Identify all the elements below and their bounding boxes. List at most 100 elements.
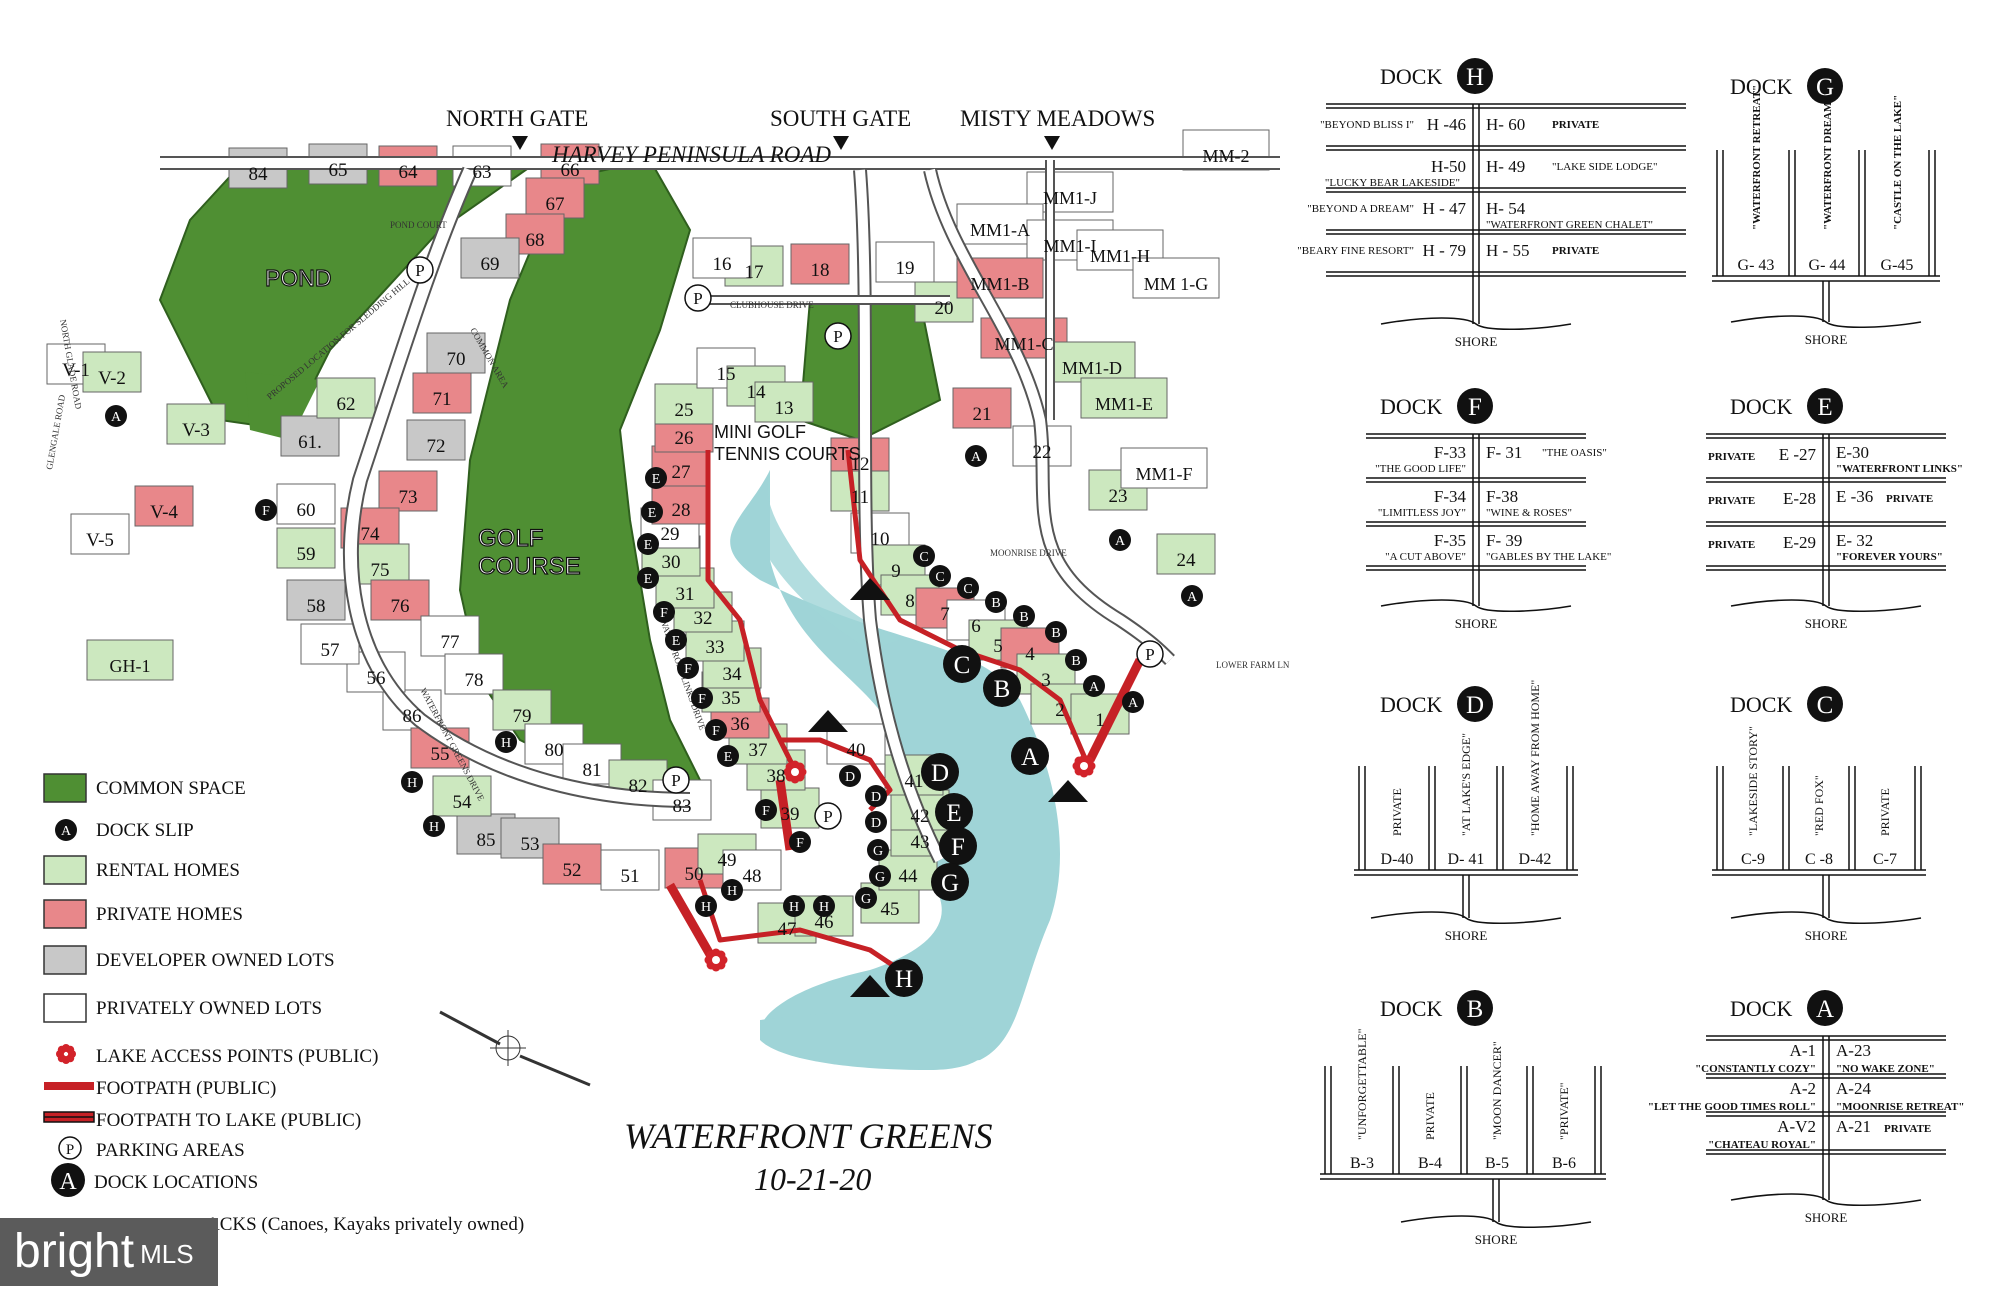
dock-slip-icon: A <box>1181 585 1203 607</box>
lot-parcel <box>378 470 438 512</box>
svg-text:H: H <box>727 884 737 899</box>
dock-slip-icon: H <box>695 895 717 917</box>
slip-number: A-2 <box>1790 1079 1816 1098</box>
lake-access-point-icon <box>783 760 807 784</box>
lot-label: 33 <box>706 637 725 658</box>
street-label: POND COURT <box>390 220 447 230</box>
slip-number: A-1 <box>1790 1041 1816 1060</box>
shore-label: SHORE <box>1805 332 1848 347</box>
slip-number: F-34 <box>1434 487 1467 506</box>
dock-slip-icon: H <box>423 815 445 837</box>
dock-title: DOCK <box>1730 996 1792 1021</box>
svg-text:H: H <box>895 966 913 993</box>
slip-name: "WATERFRONT RETREAT" <box>1751 85 1763 230</box>
svg-text:B: B <box>994 676 1011 703</box>
street-label: MOONRISE DRIVE <box>990 548 1067 558</box>
lot-label: 59 <box>297 544 316 565</box>
lot-label: 71 <box>433 389 452 410</box>
kayak-rack-markers <box>808 578 1088 997</box>
lot-label: 81 <box>583 760 602 781</box>
dock-location-icon: E <box>935 793 973 831</box>
dock-title: DOCK <box>1380 996 1442 1021</box>
lot-label: V-3 <box>182 420 210 441</box>
v-area-common <box>245 372 320 440</box>
legend-item: DEVELOPER OWNED LOTS <box>43 945 335 975</box>
slip-number: G- 44 <box>1809 257 1846 274</box>
slip-name: "WINE & ROSES" <box>1486 507 1572 519</box>
lake-access-point-icon <box>1072 754 1096 778</box>
slip-name: PRIVATE <box>1423 1092 1437 1140</box>
lot-parcel <box>1080 377 1168 419</box>
slip-number: B-6 <box>1552 1155 1576 1172</box>
slip-number: D- 41 <box>1448 851 1485 868</box>
dock-slip-icon: B <box>1013 605 1035 627</box>
legend-label: PRIVATE HOMES <box>96 904 243 925</box>
slip-number: H- 49 <box>1486 157 1525 176</box>
legend-label: DEVELOPER OWNED LOTS <box>96 950 335 971</box>
slip-name: "LET THE GOOD TIMES ROLL" <box>1648 1101 1816 1113</box>
dock-title: DOCK <box>1380 64 1442 89</box>
lot-label: 50 <box>685 864 704 885</box>
lot-label: 14 <box>747 382 767 403</box>
dock-slip-icon: A <box>1122 691 1144 713</box>
dock-slip-icon: G <box>855 887 877 909</box>
svg-text:G: G <box>861 892 871 907</box>
lot-label: 30 <box>662 552 681 573</box>
svg-text:B: B <box>991 596 1000 611</box>
dock-letter: F <box>1468 394 1482 421</box>
svg-text:B: B <box>1071 654 1080 669</box>
lot-label: 57 <box>321 640 340 661</box>
dock-title: DOCK <box>1380 394 1442 419</box>
lot-label: 65 <box>329 160 348 181</box>
rack-icon <box>850 578 890 600</box>
lot-parcel <box>286 579 346 621</box>
dock-location-icon: D <box>921 753 959 791</box>
lot-label: 12 <box>851 454 870 475</box>
legend-item: ACKS (Canoes, Kayaks privately owned) <box>206 1214 524 1235</box>
legend-label: FOOTPATH TO LAKE (PUBLIC) <box>96 1110 361 1131</box>
lot-label: 10 <box>871 529 890 550</box>
svg-text:A: A <box>59 1169 77 1195</box>
svg-text:C: C <box>919 550 928 565</box>
svg-text:F: F <box>262 504 270 519</box>
lot-parcel <box>316 377 376 419</box>
street-label: CLUBHOUSE DRIVE <box>730 300 814 310</box>
legend-swatch <box>43 993 87 1023</box>
legend-item: PRIVATELY OWNED LOTS <box>43 993 322 1023</box>
rack-icon <box>850 975 890 997</box>
lot-label: 16 <box>713 254 732 275</box>
legend-label: LAKE ACCESS POINTS (PUBLIC) <box>96 1046 378 1067</box>
lot-parcel <box>460 237 520 279</box>
lot-parcel <box>654 383 714 425</box>
lot-parcel <box>1070 693 1130 735</box>
lot-label: 1 <box>1095 710 1105 731</box>
lot-label: V-1 <box>62 360 90 381</box>
slip-name: "LAKE SIDE LODGE" <box>1552 161 1658 173</box>
dock-slip-icon: D <box>865 811 887 833</box>
svg-text:P: P <box>693 289 702 308</box>
slip-number: F-38 <box>1486 487 1518 506</box>
slip-name: "CONSTANTLY COZY" <box>1695 1063 1816 1075</box>
lot-parcel <box>952 387 1012 429</box>
dock-location-icon: F <box>939 827 977 865</box>
dock-slip-icon: E <box>665 629 687 651</box>
lot-label: 17 <box>745 262 764 283</box>
slip-name: "WATERFRONT GREEN CHALET" <box>1486 219 1653 231</box>
lot-label: 4 <box>1025 644 1035 665</box>
legend-swatch <box>43 855 87 885</box>
svg-text:H: H <box>701 900 711 915</box>
lot-label: 76 <box>391 596 410 617</box>
slip-name: "BEYOND BLISS I" <box>1320 119 1414 131</box>
footpaths-to-lake <box>666 657 1145 961</box>
lot-label: 51 <box>621 866 640 887</box>
svg-text:P: P <box>833 327 842 346</box>
slip-number: A-21 <box>1836 1117 1871 1136</box>
dock-slip-icon: H <box>721 879 743 901</box>
lot-label: 80 <box>545 740 564 761</box>
slip-name: PRIVATE <box>1708 539 1755 551</box>
